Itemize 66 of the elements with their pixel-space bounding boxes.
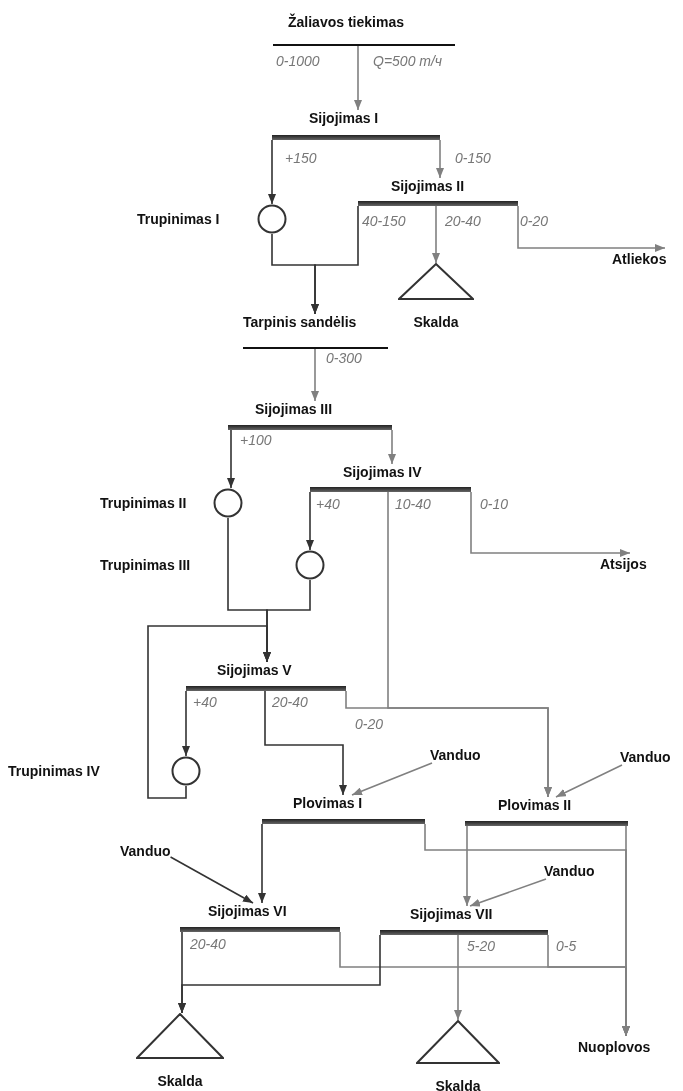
fraction-label: 0-150 — [455, 150, 491, 166]
output-label: Vanduo — [544, 860, 595, 879]
output-label: Vanduo — [430, 744, 481, 763]
flow-arrow — [345, 690, 552, 798]
stage-label: Sijojimas VII — [410, 906, 493, 922]
fraction-label: +100 — [240, 432, 272, 448]
flow-arrow — [354, 45, 362, 111]
flow-arrow — [306, 491, 314, 551]
stage-label: Trupinimas I — [137, 211, 220, 227]
stage-label: Trupinimas II — [100, 495, 187, 511]
fraction-label: 20-40 — [190, 936, 226, 952]
fraction-label: 0-5 — [556, 938, 577, 954]
flow-arrow — [469, 878, 547, 907]
flow-arrow — [182, 690, 190, 757]
fraction-label: +40 — [193, 694, 217, 710]
flow-arrow — [436, 139, 444, 179]
fraction-label: 40-150 — [362, 213, 406, 229]
stage-label: Žaliavos tiekimas — [288, 14, 404, 30]
fraction-label: +150 — [285, 150, 317, 166]
fraction-label: 0-20 — [355, 716, 384, 732]
flow-arrow — [555, 764, 623, 798]
fraction-label: 20-40 — [272, 694, 308, 710]
flow-arrow — [547, 934, 630, 1037]
fraction-label: 20-40 — [445, 213, 481, 229]
stage-label: Skalda — [413, 314, 459, 330]
flow-arrow — [388, 429, 396, 465]
flow-arrow — [264, 690, 347, 796]
output-label: Atliekos — [612, 248, 667, 267]
flow-arrow — [147, 625, 271, 799]
flow-arrow — [351, 762, 433, 796]
output-label: Vanduo — [620, 746, 671, 765]
flow-arrow — [268, 139, 276, 205]
stage-label: Sijojimas V — [217, 662, 292, 678]
stage-label: Tarpinis sandėlis — [243, 314, 357, 330]
fraction-label: 0-20 — [520, 213, 549, 229]
output-label: Vanduo — [120, 840, 171, 859]
fraction-label: Q=500 т/ч — [373, 53, 443, 69]
stage-label: Trupinimas IV — [8, 763, 100, 779]
fraction-label: 10-40 — [395, 496, 431, 512]
stage-label: Sijojimas VI — [208, 903, 287, 919]
flow-arrow — [463, 825, 471, 907]
flow-arrow — [258, 823, 266, 904]
flow-arrow — [517, 205, 666, 252]
stage-label: Plovimas II — [498, 797, 572, 813]
fraction-label: 0-10 — [480, 496, 509, 512]
stage-label: Sijojimas I — [309, 110, 379, 126]
stage-label: Sijojimas IV — [343, 464, 422, 480]
flow-arrow — [311, 205, 359, 315]
fraction-label: 0-1000 — [276, 53, 320, 69]
stage-label: Skalda — [157, 1073, 203, 1089]
stage-label: Plovimas I — [293, 795, 363, 811]
stage-label: Sijojimas III — [255, 401, 333, 417]
fraction-label: 0-300 — [326, 350, 362, 366]
stage-label: Sijojimas II — [391, 178, 465, 194]
output-label: Nuoplovos — [578, 1036, 651, 1055]
flow-arrow — [169, 856, 254, 904]
flow-arrow — [432, 205, 440, 264]
flow-arrow — [311, 348, 319, 402]
fraction-label: +40 — [316, 496, 340, 512]
flow-arrow — [178, 934, 381, 1014]
fraction-label: 5-20 — [467, 938, 496, 954]
output-label: Atsijos — [600, 553, 647, 572]
flow-arrow — [227, 429, 235, 489]
flow-arrow — [470, 491, 631, 557]
flow-arrow — [454, 934, 462, 1021]
stage-label: Skalda — [435, 1078, 481, 1091]
